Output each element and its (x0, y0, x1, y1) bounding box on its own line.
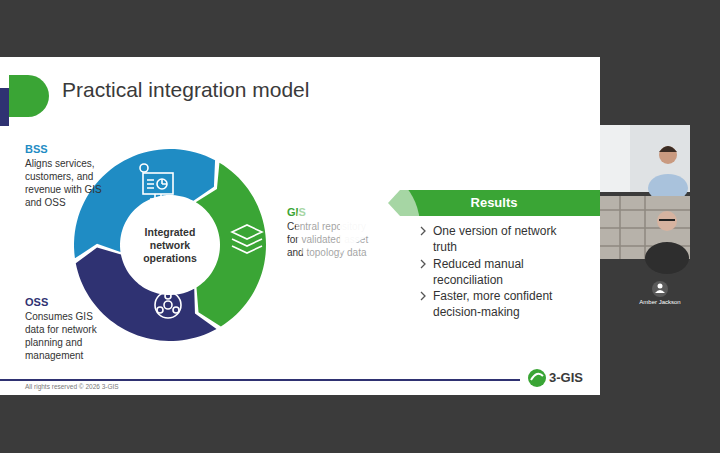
bullet-chevron (421, 227, 425, 235)
gears-icon (165, 293, 171, 299)
person-head (657, 211, 677, 231)
person-body (645, 242, 689, 274)
result-bullet: Faster, more confident decision-making (433, 288, 581, 320)
segment-heading: OSS (25, 296, 115, 309)
hub-circle: Integrated network operations (126, 201, 214, 289)
gears-icon (155, 292, 181, 318)
segment-heading: GIS (287, 206, 373, 219)
gears-icon (157, 307, 163, 313)
hub-label: Integrated network operations (139, 226, 201, 265)
segment-description: Consumes GIS data for network planning a… (25, 310, 115, 362)
bullet-chevron (421, 292, 425, 300)
chart-lines (147, 179, 167, 188)
segment-arrow (76, 248, 217, 341)
logo-swirl (531, 374, 543, 380)
avatar-head (658, 284, 663, 289)
layers-icon (232, 239, 262, 246)
segment-description: Central repository for validated asset a… (287, 220, 373, 259)
logo-text: 3-GIS (549, 370, 599, 385)
monitor-stand (150, 194, 166, 199)
person-head (659, 146, 677, 164)
segment-arrow (196, 163, 266, 327)
video-wall (600, 125, 630, 192)
segment-heading: BSS (25, 143, 105, 156)
segment-arrow (74, 149, 215, 258)
gears-icon (164, 301, 172, 309)
logo-mark (528, 369, 546, 387)
bullet-chevron (421, 260, 425, 268)
gear-icon (140, 164, 148, 172)
footer-line (0, 379, 520, 381)
monitor-icon (143, 173, 173, 194)
banner-heading: Results (388, 195, 600, 210)
participant-name: Amber Jackson (625, 298, 695, 306)
slide-title: Practical integration model (62, 78, 482, 102)
person-hair (659, 146, 677, 152)
copyright-note: All rights reserved © 2026 3-GIS (25, 383, 245, 391)
result-bullet: One version of network truth (433, 223, 581, 255)
banner-fill (388, 190, 600, 216)
slide-accent-bar (0, 88, 9, 126)
person-glasses (659, 219, 675, 221)
layers-icon (232, 225, 262, 239)
segment-description: Aligns services, customers, and revenue … (25, 157, 105, 209)
play-button (296, 164, 420, 288)
avatar-body (655, 290, 665, 293)
results-banner: Results (388, 190, 600, 216)
slide-tab (9, 75, 49, 117)
play-icon (340, 199, 383, 253)
participant-avatar (652, 281, 668, 297)
chart-icon (157, 179, 167, 189)
result-bullet: Reduced manual reconciliation (433, 256, 581, 288)
gears-icon (173, 307, 179, 313)
layers-icon (232, 246, 262, 253)
slide-background (0, 57, 600, 395)
